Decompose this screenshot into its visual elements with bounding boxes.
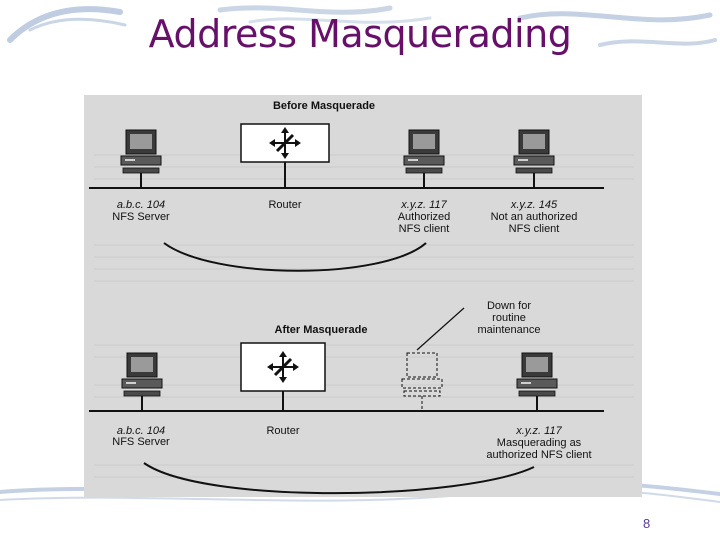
before-client-label-1: Authorized (398, 211, 451, 223)
before-client-addr: x.y.z. 117 (400, 199, 447, 211)
computer-icon (517, 353, 557, 411)
down-note-pointer (417, 308, 464, 350)
before-other-label-1: Not an authorized (491, 211, 578, 223)
before-server-addr: a.b.c. 104 (117, 199, 165, 211)
after-connection-arc (144, 463, 534, 493)
after-router-label: Router (266, 425, 299, 437)
before-client-label-2: NFS client (399, 223, 450, 235)
before-other-addr: x.y.z. 145 (510, 199, 558, 211)
masquerade-figure: Before Masquerade a.b.c. 104 NFS Server … (84, 95, 642, 497)
after-masq-addr: x.y.z. 117 (515, 425, 562, 437)
slide-number: 8 (643, 516, 650, 531)
before-router-label: Router (268, 199, 301, 211)
computer-icon (122, 353, 162, 411)
down-note-line1: Down for (487, 300, 531, 312)
before-heading: Before Masquerade (273, 100, 375, 112)
masquerade-diagram: Before Masquerade a.b.c. 104 NFS Server … (84, 95, 642, 497)
before-other-label-2: NFS client (509, 223, 560, 235)
after-server-label: NFS Server (112, 436, 170, 448)
slide-title: Address Masquerading (0, 12, 720, 56)
down-computer-icon (402, 353, 442, 411)
down-note-line2: routine (492, 312, 526, 324)
after-masq-label-2: authorized NFS client (486, 449, 591, 461)
before-server-label: NFS Server (112, 211, 170, 223)
down-note-line3: maintenance (478, 324, 541, 336)
after-masq-label-1: Masquerading as (497, 437, 582, 449)
after-heading: After Masquerade (275, 324, 368, 336)
